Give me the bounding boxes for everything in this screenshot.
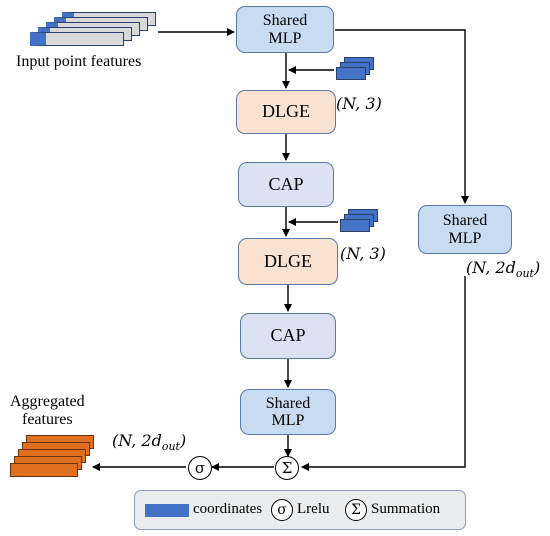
legend-coordinates-swatch: [145, 504, 189, 517]
legend-coordinates-label: coordinates: [193, 501, 263, 517]
coords-dim-2: (N, 3): [340, 244, 386, 263]
coords-dim-1: (N, 3): [336, 94, 382, 113]
shared-mlp-top-line2: MLP: [268, 29, 302, 47]
coord-card: [336, 67, 366, 80]
shared-mlp-top: Shared MLP: [236, 6, 334, 53]
legend-summation-label: Summation: [371, 501, 441, 517]
input-label: Input point features: [16, 53, 142, 70]
lrelu-op: σ: [188, 456, 212, 480]
coord-card: [340, 219, 370, 232]
right-mlp-dim: (N, 2dout): [466, 258, 541, 281]
agg-dim: (N, 2dout): [112, 431, 187, 454]
shared-mlp-bottom: Shared MLP: [240, 389, 336, 435]
output-label: Aggregated features: [10, 393, 85, 430]
output-card: [10, 463, 78, 477]
input-card: [30, 32, 124, 46]
cap-2: CAP: [240, 313, 336, 359]
legend-lrelu-label: Lrelu: [297, 501, 330, 517]
summation-op: Σ: [275, 456, 299, 480]
shared-mlp-right-line1: Shared: [442, 212, 488, 230]
cap-1: CAP: [238, 162, 334, 207]
dlge-1: DLGE: [236, 90, 336, 134]
shared-mlp-bottom-line1: Shared: [265, 394, 311, 412]
shared-mlp-right-line2: MLP: [448, 229, 482, 247]
output-label-line2: features: [22, 411, 73, 429]
shared-mlp-bottom-line2: MLP: [271, 412, 305, 429]
dlge-2: DLGE: [238, 238, 338, 285]
arrow-mlp-to-right-mlp: [335, 29, 469, 204]
legend: coordinates σ Lrelu Σ Summation: [134, 490, 466, 530]
legend-sum-icon: Σ: [345, 499, 367, 521]
arrow-right-mlp-to-sum: [301, 276, 466, 471]
legend-sigma-icon: σ: [271, 499, 293, 521]
shared-mlp-top-line1: Shared: [262, 12, 308, 30]
output-label-line1: Aggregated: [10, 393, 85, 410]
shared-mlp-right: Shared MLP: [418, 205, 512, 254]
